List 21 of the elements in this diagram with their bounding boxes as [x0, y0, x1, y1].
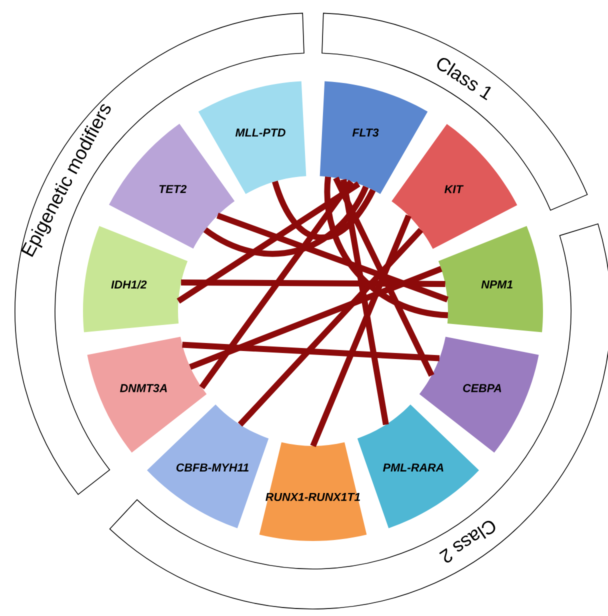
connector-line: [181, 279, 446, 287]
connector-line: [204, 185, 369, 257]
connector-line: [310, 214, 412, 448]
connector-line: [199, 180, 354, 390]
connector-line: [216, 212, 449, 302]
gene-segment: TET2: [109, 124, 235, 249]
gene-segment: DNMT3A: [87, 336, 207, 453]
gene-segment: MLL-PTD: [198, 81, 306, 194]
connector-line: [324, 176, 448, 318]
connector-line: [182, 342, 440, 362]
connector-line: [238, 228, 424, 427]
connector-line: [340, 178, 389, 426]
connector-line: [176, 181, 360, 304]
connector-line: [333, 176, 434, 377]
gene-segment: FLT3: [320, 81, 428, 194]
connector-line: [272, 180, 376, 240]
gene-segment: NPM1: [438, 226, 543, 332]
gene-segment: KIT: [392, 124, 518, 249]
connector-line: [189, 266, 442, 370]
gene-segment: CEBPA: [419, 336, 539, 453]
gene-segment: IDH1/2: [83, 226, 188, 332]
